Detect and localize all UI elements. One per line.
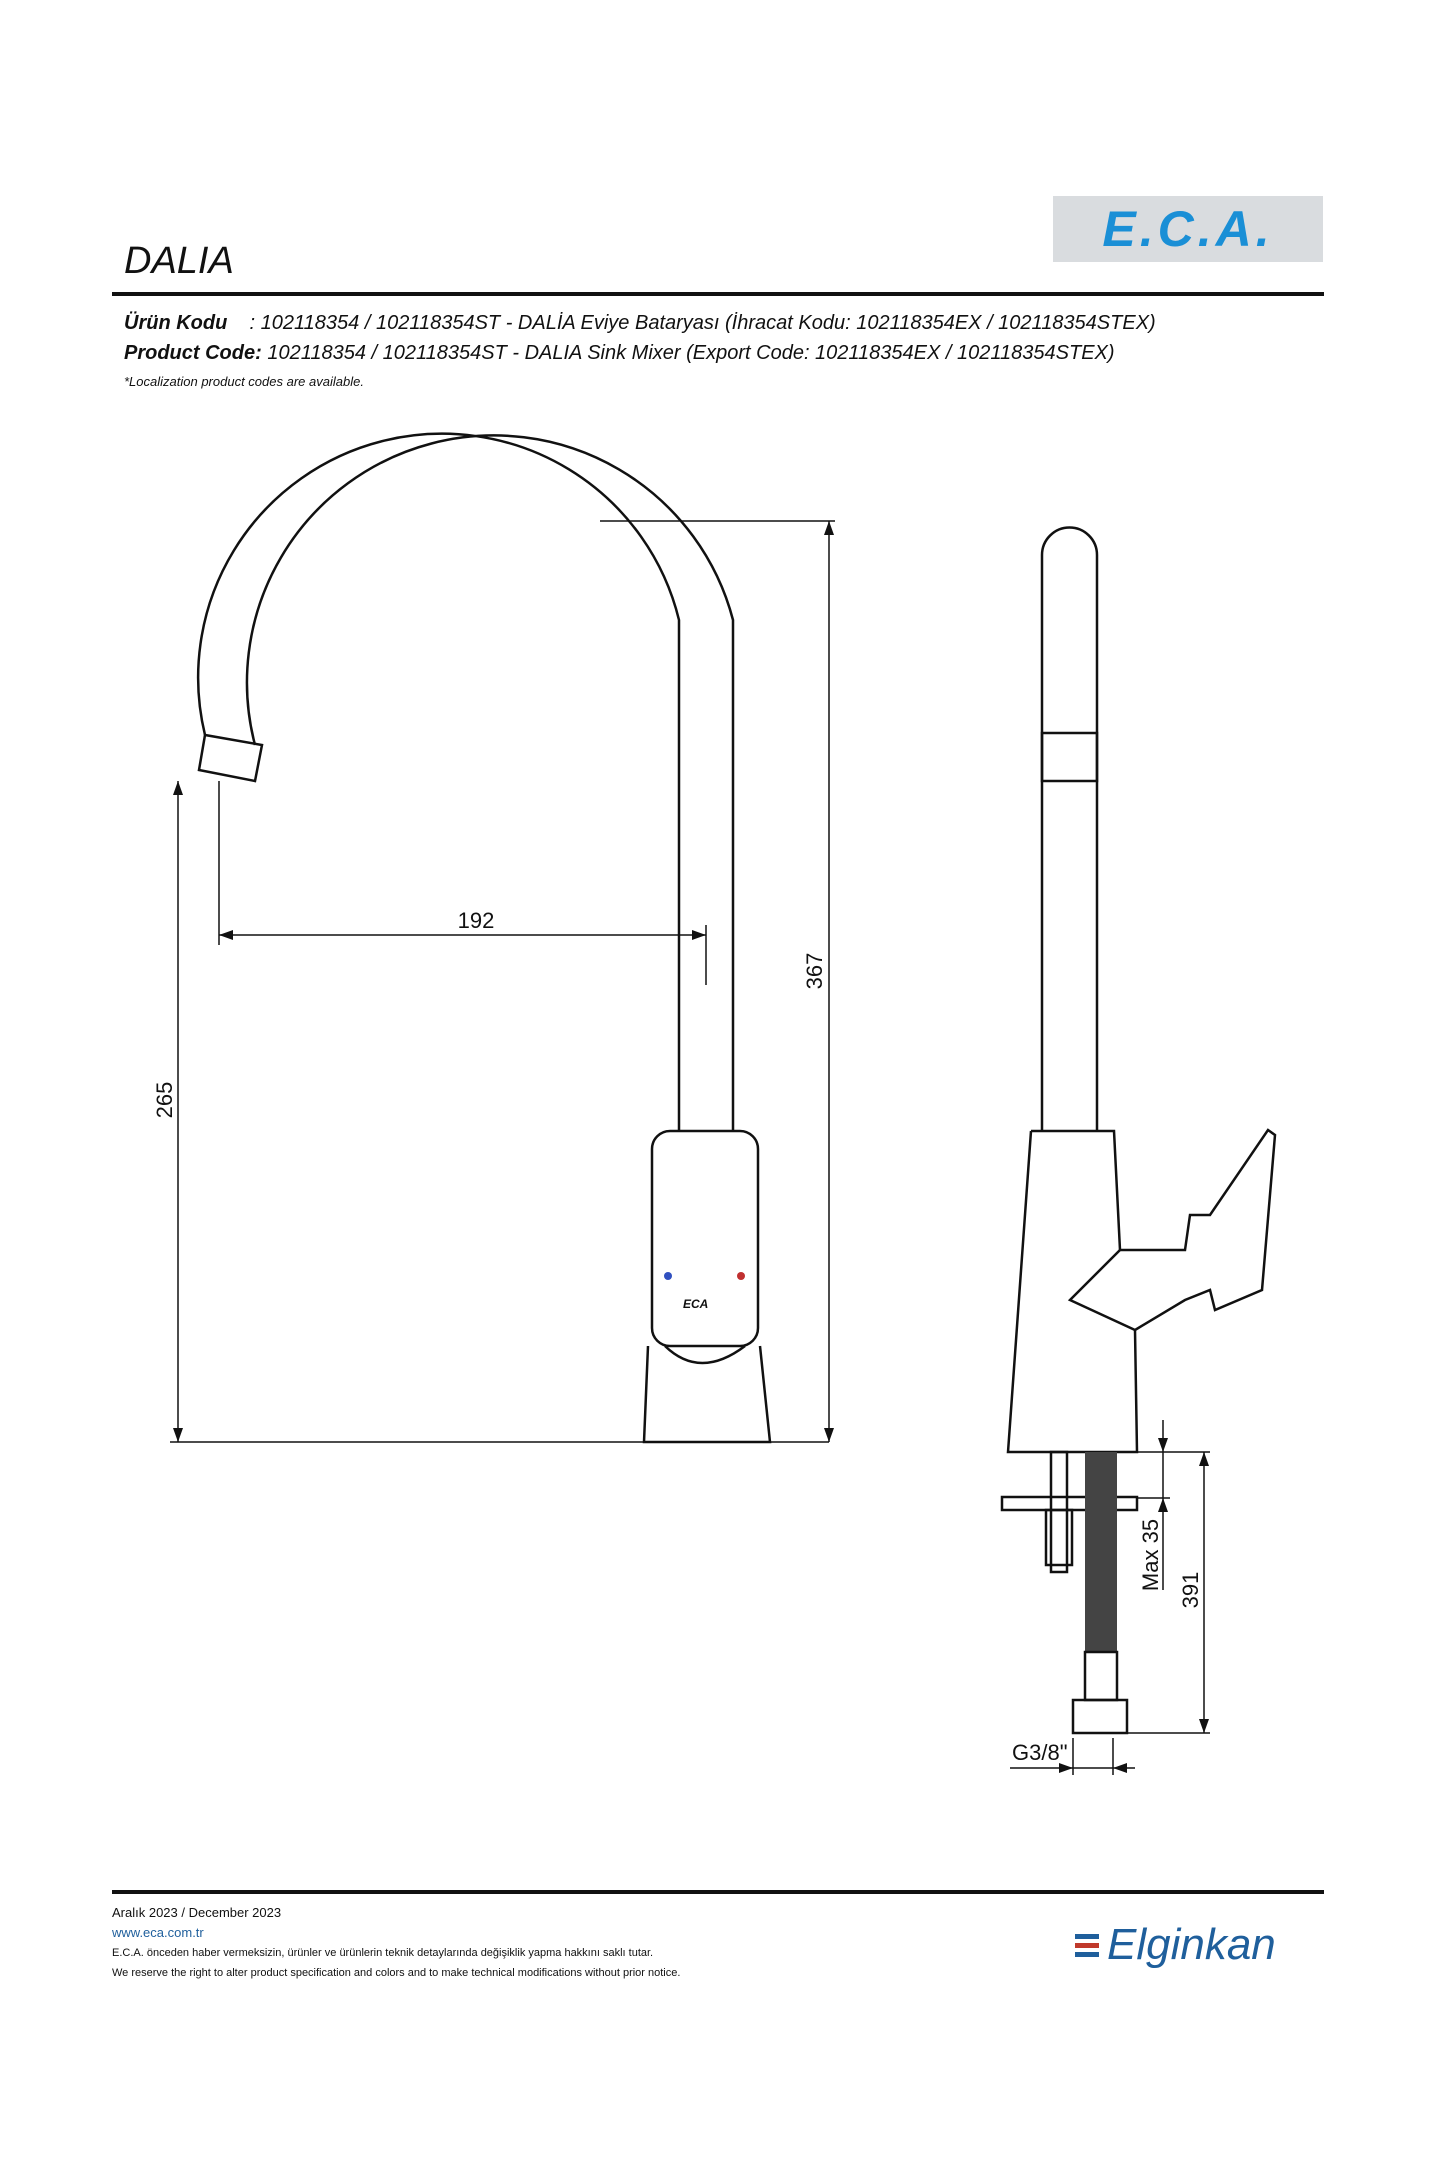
- dim-391: 391: [1178, 1572, 1203, 1609]
- product-title: DALIA: [124, 240, 234, 282]
- footer-divider: [112, 1890, 1324, 1894]
- eca-logo: E.C.A.: [1053, 196, 1323, 262]
- front-view: ECA 192 265 367: [152, 432, 835, 1444]
- localization-note: *Localization product codes are availabl…: [124, 374, 364, 389]
- footer-website[interactable]: www.eca.com.tr: [112, 1925, 204, 1940]
- header-divider: [112, 292, 1324, 296]
- dim-192: 192: [458, 908, 495, 933]
- elginkan-mark-icon: [1075, 1933, 1099, 1957]
- elginkan-logo: Elginkan: [1075, 1920, 1276, 1970]
- side-view: Max 35 391 G3/8": [1000, 526, 1277, 1775]
- dim-thread: G3/8": [1012, 1740, 1068, 1765]
- footer-disclaimer-tr: E.C.A. önceden haber vermeksizin, ürünle…: [112, 1947, 654, 1959]
- svg-text:ECA: ECA: [683, 1297, 708, 1311]
- dim-max-35: Max 35: [1138, 1519, 1163, 1591]
- dim-367: 367: [802, 953, 827, 990]
- product-code-en: Product Code: 102118354 / 102118354ST - …: [124, 342, 1115, 364]
- footer-date: Aralık 2023 / December 2023: [112, 1905, 282, 1920]
- dim-265: 265: [152, 1082, 177, 1119]
- product-code-tr: Ürün Kodu : 102118354 / 102118354ST - DA…: [124, 312, 1156, 334]
- footer-disclaimer-en: We reserve the right to alter product sp…: [112, 1967, 681, 1979]
